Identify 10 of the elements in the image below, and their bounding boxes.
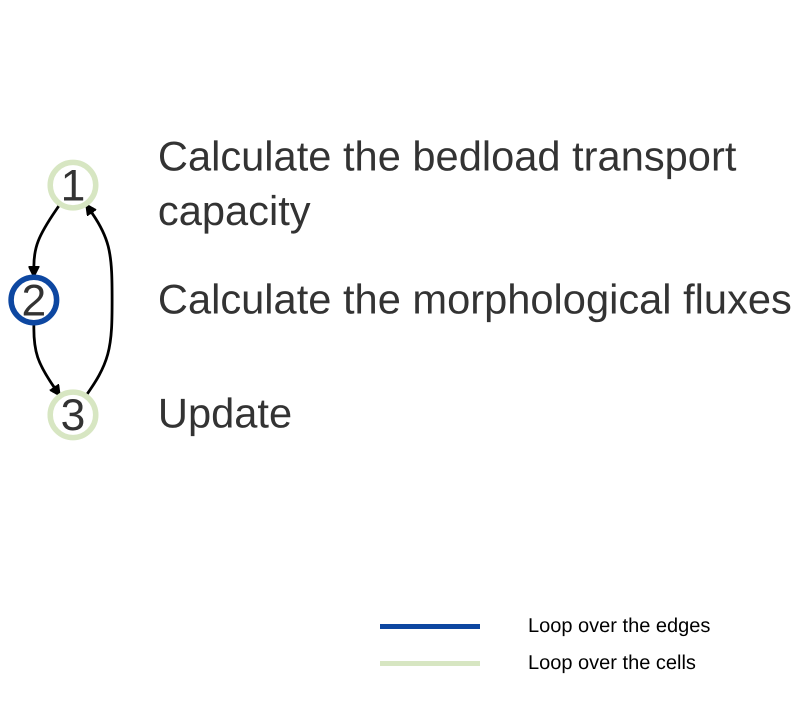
arrow (32, 322, 61, 397)
step-description: Calculate the morphological fluxes (158, 276, 792, 325)
arrow (84, 203, 114, 397)
step-circle: 1 (47, 160, 98, 211)
step-description: Update (158, 390, 292, 440)
step-circle: 2 (8, 274, 60, 326)
step-circle: 3 (47, 389, 98, 440)
step-description: Calculate the bedload transport capacity (158, 134, 738, 238)
legend-label: Loop over the cells (528, 652, 696, 675)
legend-label: Loop over the edges (528, 615, 710, 638)
